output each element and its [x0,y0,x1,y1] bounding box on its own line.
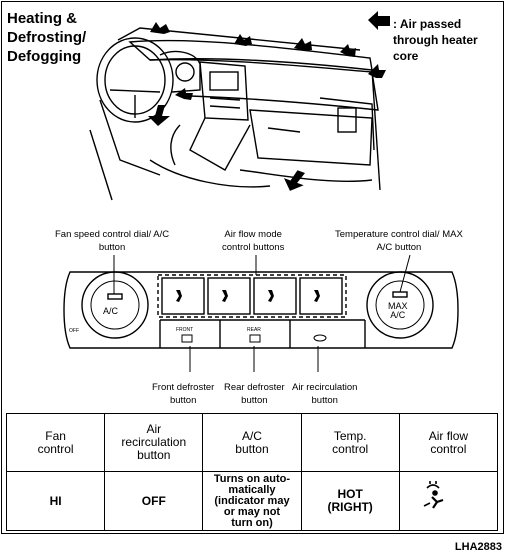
legend-arrow-icon [368,11,390,30]
header-air-flow-control: Air flow control [398,413,499,472]
figure-code: LHA2883 [454,541,502,553]
temp-dial-callout: Temperature control dial/ MAX A/C button [335,229,463,253]
front-defroster-callout: Front defroster button [152,382,215,406]
header-air-recirculation: Air recirculation button [104,413,204,472]
cell-ac-button: Turns on auto- matically (indicator may … [202,471,302,531]
off-small-label: OFF [69,328,79,334]
legend-text: : Air passed through heater core [393,17,478,63]
rear-small-label: REAR [247,327,261,333]
table-header-row: Fan control Air recirculation button A/C… [5,413,499,472]
cell-fan-control: HI [5,471,106,531]
fan-dial-callout: Fan speed control dial/ A/C button [55,229,170,253]
header-ac-button: A/C button [202,413,302,472]
cell-temp-control: HOT (RIGHT) [300,471,400,531]
figure-frame [1,1,504,534]
air-flow-callout: Air flow mode control buttons [222,229,285,253]
header-temp-control: Temp. control [300,413,400,472]
cell-air-flow-control [398,471,499,531]
dashboard-drawing [89,27,381,201]
figure-title: Heating & Defrosting/ Defogging [7,10,87,65]
right-dial-label: MAX A/C [388,301,408,320]
front-small-label: FRONT [176,327,194,333]
header-fan-control: Fan control [5,413,106,472]
table-row: HI OFF Turns on auto- matically (indicat… [5,471,499,531]
cell-air-recirculation: OFF [104,471,204,531]
mode-button-icons [176,290,320,302]
airflow-arrows [148,22,386,191]
rear-defroster-callout: Rear defroster button [224,382,285,406]
settings-table: Fan control Air recirculation button A/C… [5,413,499,531]
climate-control-panel [63,254,459,372]
left-dial-label: A/C [103,306,119,316]
air-recirc-callout: Air recirculation button [292,382,358,406]
